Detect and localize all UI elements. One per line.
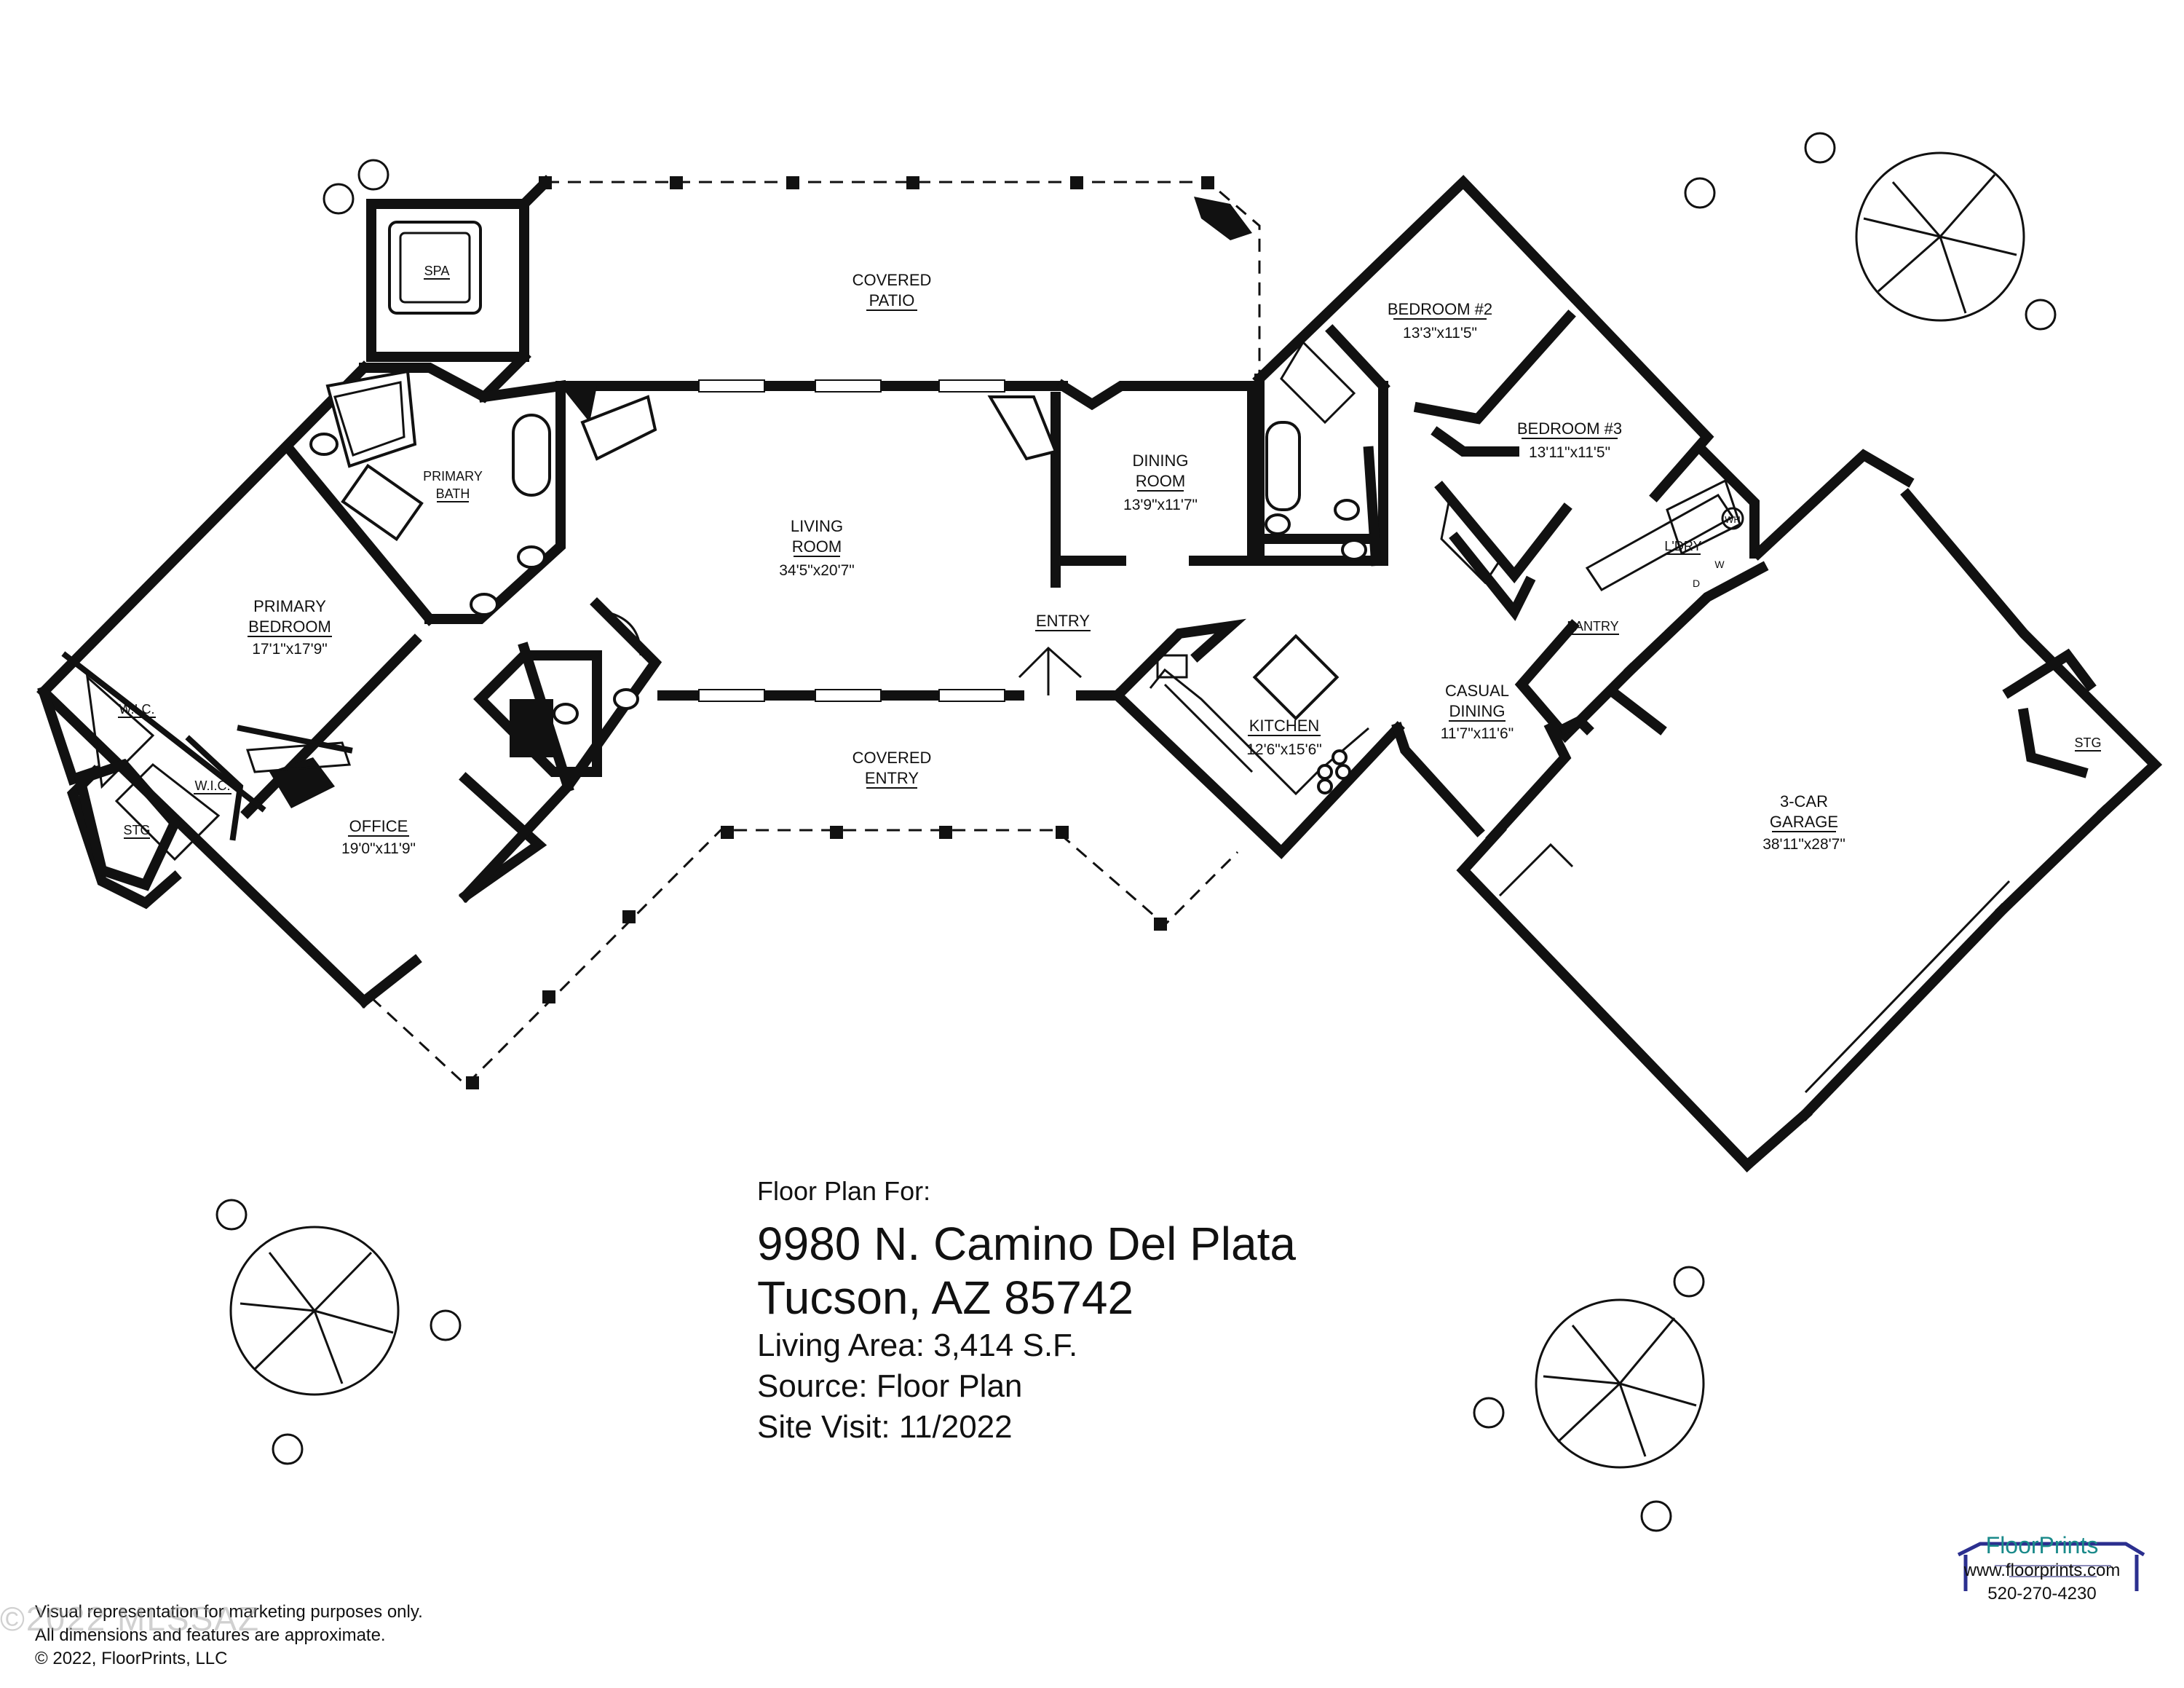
covered-patio-label-2: PATIO xyxy=(869,291,915,309)
primary-bath-label-1: PRIMARY xyxy=(423,469,483,484)
kitchen-dim: 12'6"x15'6" xyxy=(1246,741,1322,758)
spa-room xyxy=(366,199,529,362)
disclaimer: Visual representation for marketing purp… xyxy=(35,1601,423,1671)
bedroom2-dim: 13'3"x11'5" xyxy=(1403,325,1477,342)
tree-large-bottom-left xyxy=(229,1226,400,1396)
room-labels: SPA COVERED PATIO PRIMARY BATH PRIMARY B… xyxy=(248,264,2102,857)
office-label: OFFICE xyxy=(349,817,408,835)
wh-label: WH xyxy=(1725,514,1741,525)
casual-dining-label-1: CASUAL xyxy=(1445,682,1509,700)
brand-phone: 520-270-4230 xyxy=(1987,1584,2097,1604)
mls-watermark: ©2022 MLSSAZ xyxy=(0,1600,261,1638)
stg-right-label: STG xyxy=(2074,735,2101,750)
bedroom3-label: BEDROOM #3 xyxy=(1517,419,1622,438)
garage-walls xyxy=(1456,449,2163,1172)
stg-left-room: STG xyxy=(74,758,181,891)
disclaimer-copyright: © 2022, FloorPrints, LLC xyxy=(35,1649,228,1668)
kitchen-walls xyxy=(1110,618,1405,859)
wic-closets: W.I.C. W.I.C. xyxy=(85,674,352,861)
covered-patio xyxy=(517,175,1261,379)
tree-large-top-right xyxy=(1855,151,2025,322)
dryer-label: D xyxy=(1693,577,1700,589)
bedroom2-label: BEDROOM #2 xyxy=(1388,300,1492,318)
casual-dining-label-2: DINING xyxy=(1449,702,1506,720)
hall-powder-room xyxy=(473,610,642,777)
dining-room-dim: 13'9"x11'7" xyxy=(1123,497,1198,513)
brand-block: FloorPrints www.floorprints.com 520-270-… xyxy=(1922,1529,2162,1606)
living-room-label-2: ROOM xyxy=(792,537,842,556)
disclaimer-line1: Visual representation for marketing purp… xyxy=(35,1602,423,1622)
shrubs xyxy=(215,132,2057,1532)
kitchen-label: KITCHEN xyxy=(1249,717,1320,735)
garage-label-2: GARAGE xyxy=(1770,813,1838,831)
info-living-area: Living Area: 3,414 S.F. xyxy=(757,1328,1078,1363)
office-dim: 19'0"x11'9" xyxy=(341,840,416,857)
living-room-dim: 34'5"x20'7" xyxy=(779,562,855,579)
info-source: Source: Floor Plan xyxy=(757,1368,1023,1404)
primary-bedroom-dim: 17'1"x17'9" xyxy=(252,641,328,658)
washer-label: W xyxy=(1714,559,1725,570)
entry-label: ENTRY xyxy=(1036,612,1090,630)
living-room-label-1: LIVING xyxy=(791,517,843,535)
stg-left-label: STG xyxy=(123,823,150,837)
laundry-label: L'DRY xyxy=(1664,539,1701,553)
dining-room-label-2: ROOM xyxy=(1136,472,1185,490)
bedroom3-dim: 13'11"x11'5" xyxy=(1529,444,1610,461)
garage-label-1: 3-CAR xyxy=(1780,792,1828,811)
info-address-line2: Tucson, AZ 85742 xyxy=(757,1271,1134,1324)
tree-large-bottom-center xyxy=(1535,1298,1705,1469)
wic2-label: W.I.C. xyxy=(195,778,231,793)
primary-bath-label-2: BATH xyxy=(436,486,470,501)
casual-dining-walls xyxy=(1391,714,1594,845)
primary-bedroom-label-2: BEDROOM xyxy=(248,618,331,636)
disclaimer-line2: All dimensions and features are approxim… xyxy=(35,1625,386,1645)
garage-dim: 38'11"x28'7" xyxy=(1762,836,1845,853)
spa-label: SPA xyxy=(424,264,450,278)
floorprints-logo-mark xyxy=(1957,1542,2145,1591)
covered-patio-label-1: COVERED xyxy=(852,271,932,289)
brand-name: FloorPrints xyxy=(1985,1532,2099,1558)
primary-bath-fixtures xyxy=(309,369,551,616)
info-address-line1: 9980 N. Camino Del Plata xyxy=(757,1218,1296,1270)
casual-dining-dim: 11'7"x11'6" xyxy=(1441,725,1514,742)
pantry-label: PANTRY xyxy=(1567,619,1618,634)
info-heading: Floor Plan For: xyxy=(757,1176,931,1206)
wic1-label: W.I.C. xyxy=(119,702,155,717)
east-wing-walls xyxy=(1252,175,1769,744)
brand-url[interactable]: www.floorprints.com xyxy=(1963,1561,2121,1580)
info-site-visit: Site Visit: 11/2022 xyxy=(757,1409,1013,1445)
covered-entry-label-2: ENTRY xyxy=(865,769,919,787)
covered-entry-label-1: COVERED xyxy=(852,749,932,767)
primary-bedroom-label-1: PRIMARY xyxy=(253,597,326,615)
property-info: Floor Plan For: 9980 N. Camino Del Plata… xyxy=(757,1178,1296,1443)
living-room-walls xyxy=(555,379,1257,702)
dining-room-label-1: DINING xyxy=(1133,451,1189,470)
covered-entry xyxy=(370,826,1239,1089)
